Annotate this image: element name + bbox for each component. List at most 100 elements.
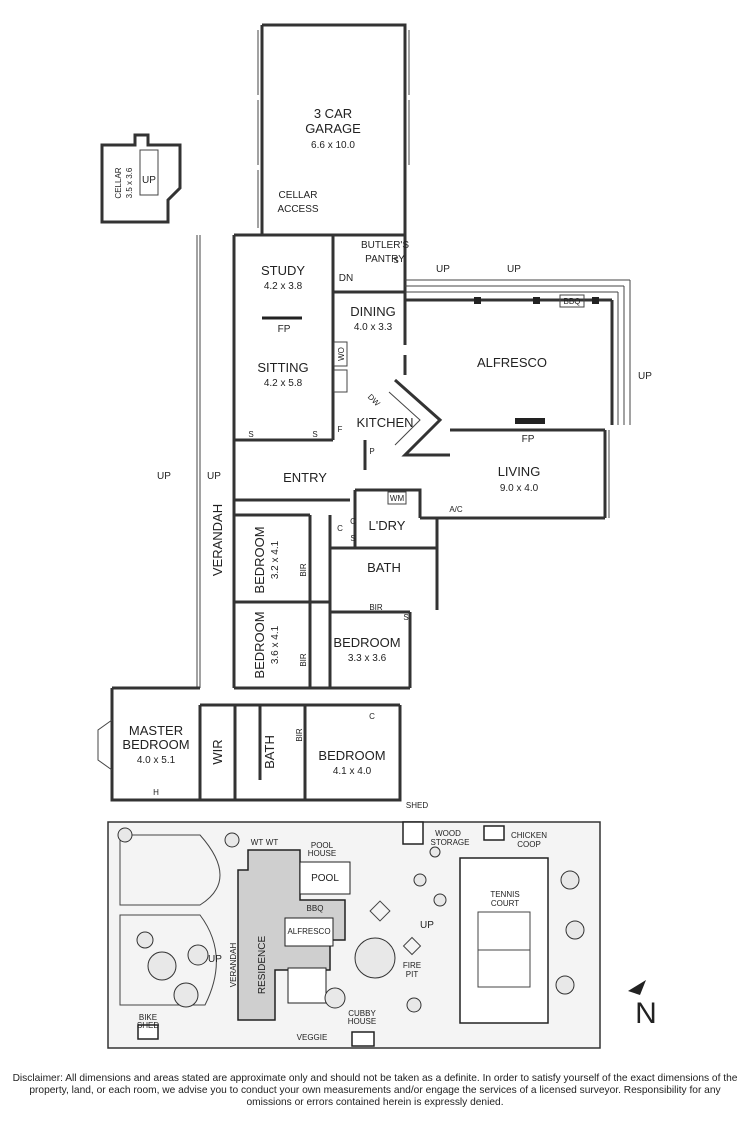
up-label-2: UP [507, 264, 521, 275]
laundry-name: L'DRY [369, 518, 406, 533]
bedroom-a-name: BEDROOM [252, 526, 267, 593]
sitting-size: 4.2 x 5.8 [264, 378, 303, 389]
up-label-5: UP [207, 471, 221, 482]
living-name: LIVING [498, 464, 541, 479]
bedroom-b-name: BEDROOM [252, 611, 267, 678]
bedroom-d-size: 4.1 x 4.0 [333, 766, 372, 777]
up-label-3: UP [638, 371, 652, 382]
site-coop-2: COOP [517, 840, 541, 849]
bedroom-b-size: 3.6 x 4.1 [270, 625, 281, 664]
dining-name: DINING [350, 304, 396, 319]
dw-label: DW [366, 392, 382, 408]
s-label-4: S [403, 613, 408, 622]
cellar-size: 3.5 x 3.6 [125, 167, 134, 198]
wm-label: WM [390, 494, 405, 503]
house-walls [97, 215, 610, 802]
site-wt-1: WT [251, 838, 264, 847]
bedroom-c-name: BEDROOM [333, 635, 400, 650]
site-shed-label: SHED [406, 801, 428, 810]
cellar-access-2: ACCESS [277, 204, 318, 215]
site-plan: SHED WOOD STORAGE CHICKEN COOP POOL HOUS… [107, 801, 601, 1049]
s-label-1: S [248, 430, 253, 439]
wo-label: WO [337, 347, 346, 361]
ac-label: A/C [449, 505, 463, 514]
bedroom-c-size: 3.3 x 3.6 [348, 653, 387, 664]
bedroom-d-name: BEDROOM [318, 748, 385, 763]
c-label-1: C [337, 524, 343, 533]
site-veggie: VEGGIE [297, 1033, 328, 1042]
master-size: 4.0 x 5.1 [137, 755, 176, 766]
sitting-name: SITTING [257, 360, 308, 375]
master-name-2: BEDROOM [122, 737, 189, 752]
living-size: 9.0 x 4.0 [500, 483, 539, 494]
site-up-2: UP [420, 920, 434, 931]
site-poolhouse-1: POOL [311, 841, 334, 850]
verandah-name: VERANDAH [210, 504, 225, 576]
butlers-pantry-1: BUTLER'S [361, 240, 409, 251]
disclaimer-text: Disclaimer: All dimensions and areas sta… [12, 1073, 738, 1108]
cellar-access-1: CELLAR [279, 190, 318, 201]
north-compass: N [618, 975, 668, 1035]
site-bike-1: BIKE [139, 1013, 157, 1022]
dn-label: DN [339, 273, 353, 284]
bedroom-a-size: 3.2 x 4.1 [270, 540, 281, 579]
site-wood-2: STORAGE [431, 838, 470, 847]
site-bbq: BBQ [307, 904, 324, 913]
dining-size: 4.0 x 3.3 [354, 322, 393, 333]
garage: 3 CAR GARAGE 6.6 x 10.0 CELLAR ACCESS [257, 23, 410, 235]
site-alfresco: ALFRESCO [287, 927, 330, 936]
cellar-plan: CELLAR 3.5 x 3.6 UP [100, 133, 182, 224]
site-verandah: VERANDAH [229, 943, 238, 988]
north-arrow-icon: N [628, 980, 657, 1030]
p-label: P [369, 447, 374, 456]
bir-a-label: BIR [299, 563, 308, 577]
site-residence: RESIDENCE [257, 936, 268, 995]
garage-name-1: 3 CAR [314, 106, 352, 121]
kitchen-name: KITCHEN [356, 415, 413, 430]
bath-lower-name: BATH [262, 735, 277, 769]
h-label: H [153, 788, 159, 797]
site-tennis-1: TENNIS [490, 890, 519, 899]
alfresco-name: ALFRESCO [477, 355, 547, 370]
site-cubby-2: HOUSE [348, 1017, 376, 1026]
s-label-5: S [393, 256, 398, 265]
s-label-3: S [350, 534, 355, 543]
garage-name-2: GARAGE [305, 121, 361, 136]
bath-upper-name: BATH [367, 560, 401, 575]
site-poolhouse-2: HOUSE [308, 849, 336, 858]
f-label: F [338, 425, 343, 434]
bbq-label: BBQ [564, 297, 581, 306]
site-wt-2: WT [266, 838, 279, 847]
site-firepit-2: PIT [406, 970, 419, 979]
wir-name: WIR [210, 739, 225, 764]
c-label-2: C [350, 517, 356, 526]
living-fp-label: FP [522, 434, 535, 445]
cellar-name: CELLAR [114, 167, 123, 198]
site-cubby-1: CUBBY [348, 1009, 376, 1018]
bir-c-label: BIR [369, 603, 383, 612]
bir-b-label: BIR [299, 653, 308, 667]
room-labels: STUDY 4.2 x 3.8 FP SITTING 4.2 x 5.8 DIN… [122, 240, 652, 797]
site-tennis-2: COURT [491, 899, 519, 908]
study-size: 4.2 x 3.8 [264, 281, 303, 292]
site-bike-2: SHED [137, 1021, 159, 1030]
up-label-1: UP [436, 264, 450, 275]
study-name: STUDY [261, 263, 305, 278]
study-fp-label: FP [278, 324, 291, 335]
garage-size: 6.6 x 10.0 [311, 140, 355, 151]
site-up-1: UP [208, 954, 222, 965]
cellar-up-label: UP [142, 175, 156, 186]
c-label-bedroom-d: C [369, 712, 375, 721]
alfresco-deck: BBQ [405, 279, 631, 425]
entry-name: ENTRY [283, 470, 327, 485]
up-label-4: UP [157, 471, 171, 482]
butlers-pantry-2: PANTRY [365, 254, 405, 265]
north-letter: N [635, 997, 657, 1030]
s-label-2: S [312, 430, 317, 439]
bir-d-label: BIR [295, 728, 304, 742]
site-wood-1: WOOD [435, 829, 461, 838]
site-firepit-1: FIRE [403, 961, 421, 970]
site-coop-1: CHICKEN [511, 831, 547, 840]
